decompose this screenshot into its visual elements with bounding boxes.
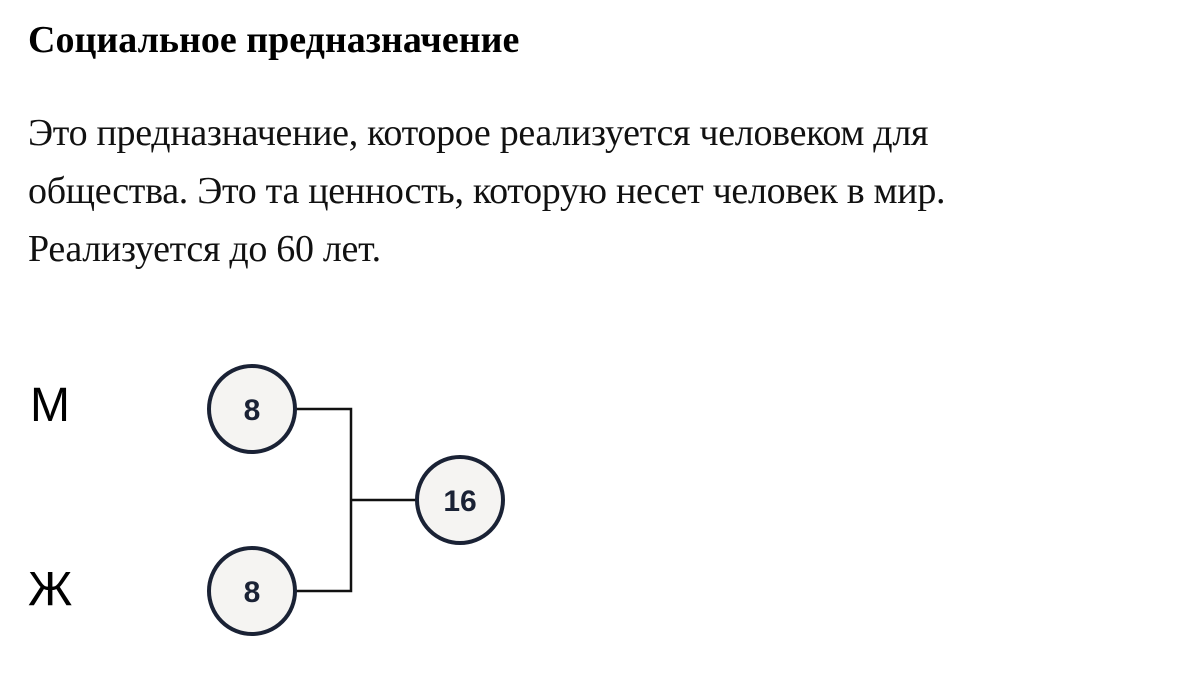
male-node: 8 <box>207 364 297 454</box>
description-paragraph: Это предназначение, которое реализуется … <box>28 104 1178 278</box>
connector-lines <box>296 407 417 593</box>
section-title: Социальное предназначение <box>28 19 520 61</box>
paragraph-line: Реализуется до 60 лет. <box>28 228 381 270</box>
female-node: 8 <box>207 546 297 636</box>
sum-node: 16 <box>415 455 505 545</box>
female-node-value: 8 <box>244 576 261 609</box>
sum-node-value: 16 <box>443 485 476 518</box>
female-label: Ж <box>28 563 73 616</box>
male-label: М <box>30 379 70 432</box>
paragraph-line: общества. Это та ценность, которую несет… <box>28 170 946 212</box>
paragraph-line: Это предназначение, которое реализуется … <box>28 112 929 154</box>
male-node-value: 8 <box>244 394 261 427</box>
